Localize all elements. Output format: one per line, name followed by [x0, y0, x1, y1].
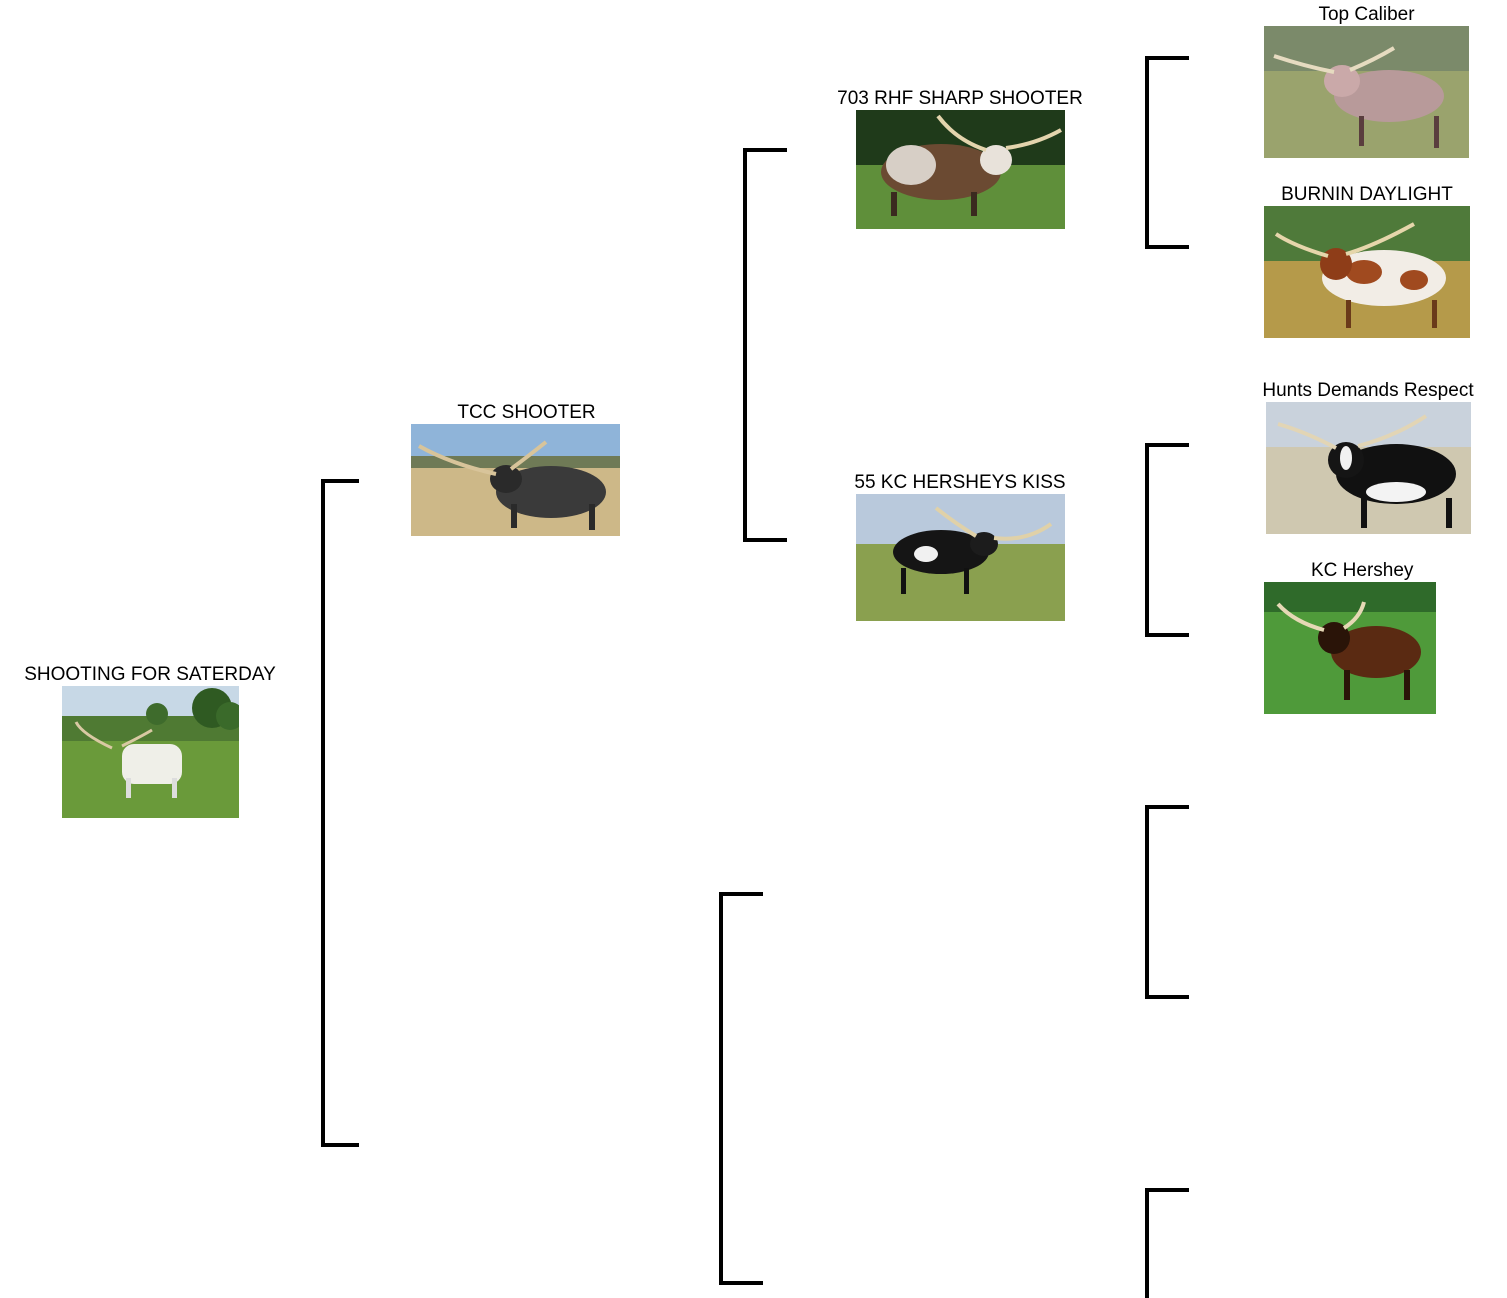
longhorn-photo-icon[interactable] [411, 424, 620, 536]
sire-node[interactable]: TCC SHOOTER [411, 402, 642, 536]
longhorn-photo-icon[interactable] [1264, 26, 1469, 158]
sire-dam-node[interactable]: 55 KC HERSHEYS KISS [820, 472, 1100, 621]
sire-sire-dam-name[interactable]: BURNIN DAYLIGHT [1281, 184, 1453, 205]
sire-dam-name[interactable]: 55 KC HERSHEYS KISS [854, 472, 1066, 493]
sire-dam-sire-node[interactable]: Hunts Demands Respect [1248, 380, 1488, 534]
sire-sire-node[interactable]: 703 RHF SHARP SHOOTER [820, 88, 1100, 229]
subject-node[interactable]: SHOOTING FOR SATERDAY [0, 664, 300, 818]
longhorn-photo-icon[interactable] [61, 686, 239, 818]
bracket-sire-sire [1145, 56, 1189, 249]
bracket-sire-dam [1145, 443, 1189, 637]
longhorn-photo-icon[interactable] [1265, 402, 1471, 534]
bracket-sire [743, 148, 787, 542]
bracket-dam-dam [1145, 1188, 1189, 1298]
sire-sire-sire-node[interactable]: Top Caliber [1264, 4, 1469, 158]
subject-name[interactable]: SHOOTING FOR SATERDAY [24, 664, 276, 685]
sire-dam-dam-name[interactable]: KC Hershey [1311, 560, 1414, 581]
longhorn-photo-icon[interactable] [1264, 582, 1436, 714]
sire-name[interactable]: TCC SHOOTER [457, 402, 596, 423]
longhorn-photo-icon[interactable] [855, 494, 1065, 621]
longhorn-photo-icon[interactable] [1264, 206, 1470, 338]
bracket-subject [321, 479, 359, 1147]
sire-sire-dam-node[interactable]: BURNIN DAYLIGHT [1264, 184, 1470, 338]
sire-dam-sire-name[interactable]: Hunts Demands Respect [1262, 380, 1474, 401]
sire-sire-name[interactable]: 703 RHF SHARP SHOOTER [837, 88, 1083, 109]
bracket-dam [719, 892, 763, 1285]
sire-dam-dam-node[interactable]: KC Hershey [1264, 560, 1436, 714]
bracket-dam-sire [1145, 805, 1189, 999]
longhorn-photo-icon[interactable] [855, 110, 1065, 229]
sire-sire-sire-name[interactable]: Top Caliber [1318, 4, 1415, 25]
